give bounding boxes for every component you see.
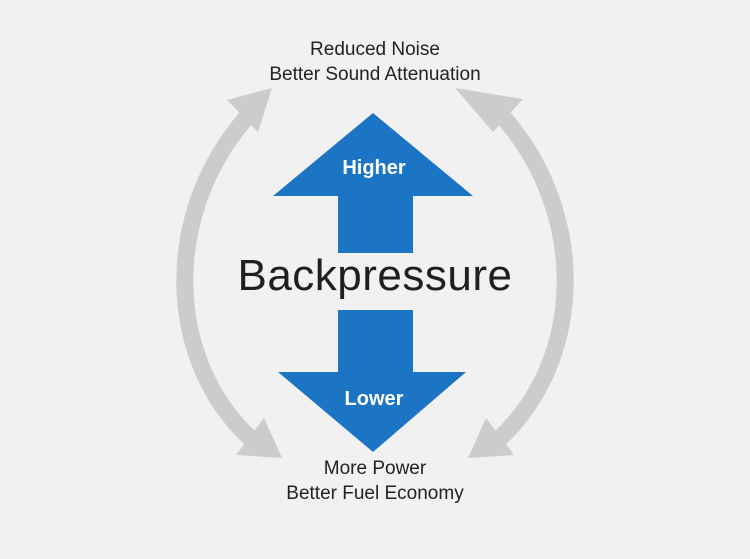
top-outcome-line1: Reduced Noise: [310, 39, 440, 60]
left-cycle-arrow-shaft: [176, 112, 258, 447]
left-cycle-arrowhead-bottom: [236, 418, 282, 458]
backpressure-label: Backpressure: [237, 251, 513, 300]
lower-label: Lower: [344, 388, 404, 410]
right-cycle-arrow-shaft: [492, 112, 574, 447]
higher-label: Higher: [342, 157, 406, 179]
right-cycle-arrowhead-top: [455, 88, 523, 132]
higher-arrow: [273, 113, 473, 253]
left-cycle-arrowhead-top: [227, 88, 272, 132]
top-outcome-line2: Better Sound Attenuation: [269, 64, 481, 85]
bottom-outcome-line2: Better Fuel Economy: [286, 483, 464, 504]
top-outcome-text: Reduced Noise Better Sound Attenuation: [0, 37, 750, 87]
bottom-outcome-line1: More Power: [323, 458, 427, 479]
lower-arrow: [278, 310, 466, 452]
right-cycle-arrowhead-bottom: [468, 418, 514, 458]
bottom-outcome-text: More Power Better Fuel Economy: [0, 456, 750, 506]
